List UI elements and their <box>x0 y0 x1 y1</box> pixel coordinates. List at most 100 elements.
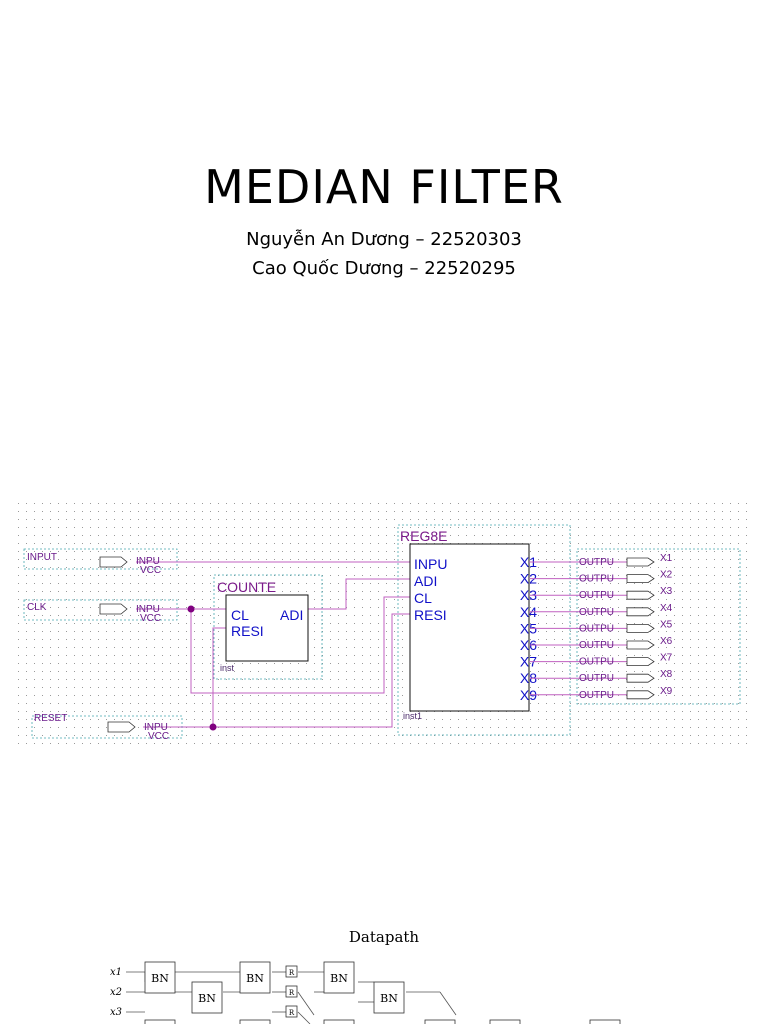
register-out-1: X1 <box>520 554 537 570</box>
register-out-3: X3 <box>520 587 537 603</box>
output-pin-symbol <box>626 557 655 567</box>
author-line-2: Cao Quốc Dương – 22520295 <box>252 258 516 279</box>
counter-frame <box>213 574 323 680</box>
output-name-6: X6 <box>660 636 673 647</box>
register-block <box>285 1005 298 1018</box>
author-line-1: Nguyễn An Dương – 22520303 <box>246 229 522 250</box>
datapath-input-x3: x3 <box>110 1007 122 1018</box>
output-pin-label: OUTPU <box>579 590 614 601</box>
register-out-6: X6 <box>520 637 537 653</box>
register-block <box>285 965 298 978</box>
datapath-input-x1: x1 <box>110 967 122 978</box>
output-pin-label: OUTPU <box>579 657 614 668</box>
counter-inst: inst <box>220 663 235 673</box>
bn-block <box>489 1019 521 1024</box>
page-title: MEDIAN FILTER <box>204 160 564 214</box>
input-pin-sub: VCC <box>140 565 161 576</box>
input-pin-label: INPU <box>136 556 160 567</box>
output-pin-label: OUTPU <box>579 640 614 651</box>
output-pin-symbol <box>626 690 655 700</box>
bn-label: BN <box>198 992 216 1005</box>
clk-junction <box>187 605 195 613</box>
register-inst: inst1 <box>403 711 422 721</box>
bn-block <box>144 961 176 994</box>
register-port-addr: ADI <box>414 573 437 589</box>
bn-block <box>239 961 271 994</box>
output-pin-label: OUTPU <box>579 623 614 634</box>
register-frame <box>397 524 571 736</box>
bn-block <box>323 1019 355 1024</box>
reset-name: RESET <box>34 713 67 724</box>
bn-label: BN <box>246 972 264 985</box>
bn-block <box>373 981 405 1014</box>
outputs-frame <box>576 548 741 705</box>
register-label: R <box>289 1009 295 1017</box>
register-out-9: X9 <box>520 687 537 703</box>
output-name-1: X1 <box>660 553 673 564</box>
bn-block <box>589 1019 621 1024</box>
register-port-input: INPU <box>414 556 447 572</box>
datapath-input-x2: x2 <box>110 987 122 998</box>
counter-block: COUNTE CL RESI ADI inst <box>217 579 309 673</box>
bn-label: BN <box>330 972 348 985</box>
datapath-wires <box>126 971 457 1024</box>
clk-pin-label: INPU <box>136 604 160 615</box>
register-out-7: X7 <box>520 654 537 670</box>
register-out-2: X2 <box>520 571 537 587</box>
output-pin-symbol <box>626 673 655 683</box>
datapath-diagram: BN BN BN BN BN R R R x1 x2 x3 <box>110 961 621 1024</box>
output-pin-label: OUTPU <box>579 574 614 585</box>
output-pin-symbol <box>626 657 655 667</box>
register-label: R <box>289 989 295 997</box>
register-block <box>285 985 298 998</box>
output-pin-symbol <box>626 607 655 617</box>
clk-frame <box>23 599 178 621</box>
input-name: INPUT <box>27 552 57 563</box>
output-pin-label: OUTPU <box>579 690 614 701</box>
bn-block <box>191 981 223 1014</box>
register-port-clk: CL <box>414 590 432 606</box>
bn-block <box>239 1019 271 1024</box>
output-name-3: X3 <box>660 586 673 597</box>
register-out-5: X5 <box>520 620 537 636</box>
clk-pin-sub: VCC <box>140 613 161 624</box>
counter-port-addr: ADI <box>280 607 303 623</box>
reset-pin-sub: VCC <box>148 731 169 742</box>
register-port-reset: RESI <box>414 607 447 623</box>
input-pin-clk: CLK INPU VCC <box>27 602 161 624</box>
reset-junction <box>209 723 217 731</box>
bn-label: BN <box>380 992 398 1005</box>
register-out-8: X8 <box>520 670 537 686</box>
counter-port-clk: CL <box>231 607 249 623</box>
output-pin-symbol <box>626 574 655 583</box>
counter-port-reset: RESI <box>231 623 264 639</box>
output-name-5: X5 <box>660 619 673 630</box>
output-pin-symbol <box>626 624 655 633</box>
output-name-9: X9 <box>660 686 673 697</box>
output-pin-label: OUTPU <box>579 557 614 568</box>
datapath-title: Datapath <box>348 928 420 946</box>
input-pin-reset: RESET INPU VCC <box>34 713 169 742</box>
schematic-diagram: INPUT INPU VCC CLK INPU VCC RESET INPU V… <box>18 503 750 748</box>
output-pin-symbol <box>626 590 655 600</box>
output-pin-label: OUTPU <box>579 607 614 618</box>
register-block: REG8E INPU ADI CL RESI X1X2X3X4X5X6X7X8X… <box>400 528 537 721</box>
output-name-4: X4 <box>660 603 673 614</box>
output-pin-label: OUTPU <box>579 673 614 684</box>
register-out-4: X4 <box>520 604 537 620</box>
clk-name: CLK <box>27 602 47 613</box>
input-pin-input: INPUT INPU VCC <box>27 552 161 576</box>
reset-pin-label: INPU <box>144 722 168 733</box>
bn-label: BN <box>151 972 169 985</box>
output-name-8: X8 <box>660 669 673 680</box>
bn-block <box>424 1019 456 1024</box>
bn-block <box>323 961 355 994</box>
output-name-7: X7 <box>660 653 673 664</box>
output-pin-symbol <box>626 640 655 650</box>
counter-title: COUNTE <box>217 579 276 595</box>
output-name-2: X2 <box>660 570 673 581</box>
register-title: REG8E <box>400 528 447 544</box>
wires <box>136 561 410 728</box>
register-label: R <box>289 969 295 977</box>
bn-block <box>144 1019 176 1024</box>
